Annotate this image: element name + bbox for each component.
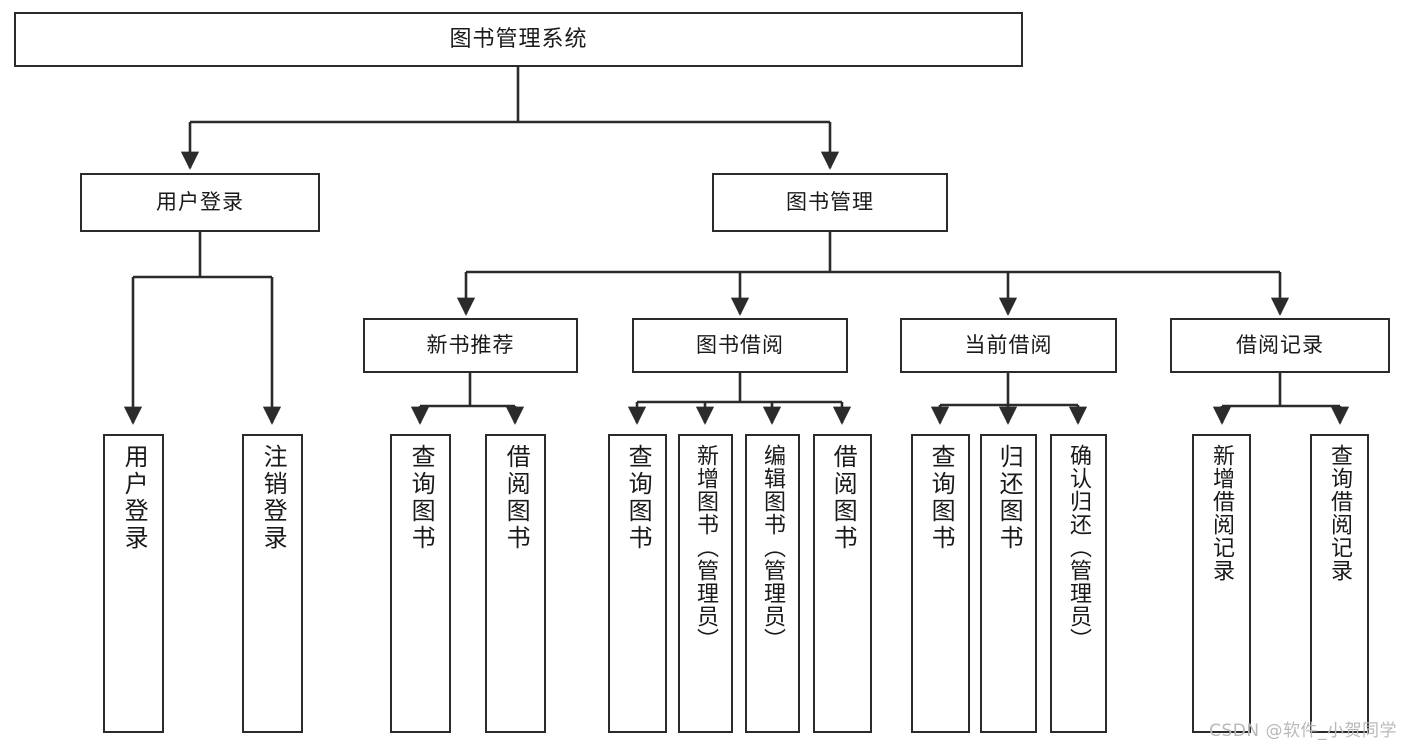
node-leaf-query-borrow-record[interactable]: 查询借阅记录 [1310,434,1369,733]
node-label: 查询借阅记录 [1327,444,1353,582]
node-label: 注销登录 [259,444,288,552]
node-label: 新增借阅记录 [1209,444,1235,582]
node-label: 图书管理系统 [449,26,588,52]
node-label: 用户登录 [120,444,149,552]
node-label: 新书推荐 [426,333,515,358]
node-leaf-confirm-return-admin[interactable]: 确认归还（管理员） [1050,434,1107,733]
node-new-book-recommend[interactable]: 新书推荐 [363,318,578,373]
node-label: 当前借阅 [964,333,1053,358]
node-book-borrow[interactable]: 图书借阅 [632,318,848,373]
node-label: 图书管理 [786,190,874,215]
node-label: 查询图书 [407,444,436,552]
node-leaf-add-book-admin[interactable]: 新增图书（管理员） [678,434,733,733]
node-book-management[interactable]: 图书管理 [712,173,948,232]
node-label: 确认归还（管理员） [1066,444,1092,651]
node-label: 用户登录 [156,190,244,215]
node-root-system[interactable]: 图书管理系统 [14,12,1023,67]
node-leaf-logout[interactable]: 注销登录 [242,434,303,733]
node-label: 新增图书（管理员） [693,444,719,651]
node-label: 编辑图书（管理员） [760,444,786,651]
node-leaf-add-borrow-record[interactable]: 新增借阅记录 [1192,434,1251,733]
watermark-text: CSDN @软件_小贺同学 [1209,721,1397,741]
node-leaf-return-book[interactable]: 归还图书 [980,434,1037,733]
node-label: 图书借阅 [696,333,784,358]
node-label: 查询图书 [927,444,956,552]
node-current-borrow[interactable]: 当前借阅 [900,318,1117,373]
node-leaf-query-book-current[interactable]: 查询图书 [911,434,970,733]
node-user-login[interactable]: 用户登录 [80,173,320,232]
node-leaf-query-book-borrow[interactable]: 查询图书 [608,434,667,733]
node-leaf-borrow-book[interactable]: 借阅图书 [813,434,872,733]
node-label: 查询图书 [624,444,653,552]
node-label: 借阅记录 [1236,333,1324,358]
node-leaf-edit-book-admin[interactable]: 编辑图书（管理员） [745,434,800,733]
node-label: 借阅图书 [502,444,531,552]
node-leaf-borrow-book-recommend[interactable]: 借阅图书 [485,434,546,733]
node-label: 归还图书 [995,444,1024,552]
node-leaf-user-login[interactable]: 用户登录 [103,434,164,733]
node-label: 借阅图书 [829,444,858,552]
node-borrow-record[interactable]: 借阅记录 [1170,318,1390,373]
node-leaf-query-book-recommend[interactable]: 查询图书 [390,434,451,733]
